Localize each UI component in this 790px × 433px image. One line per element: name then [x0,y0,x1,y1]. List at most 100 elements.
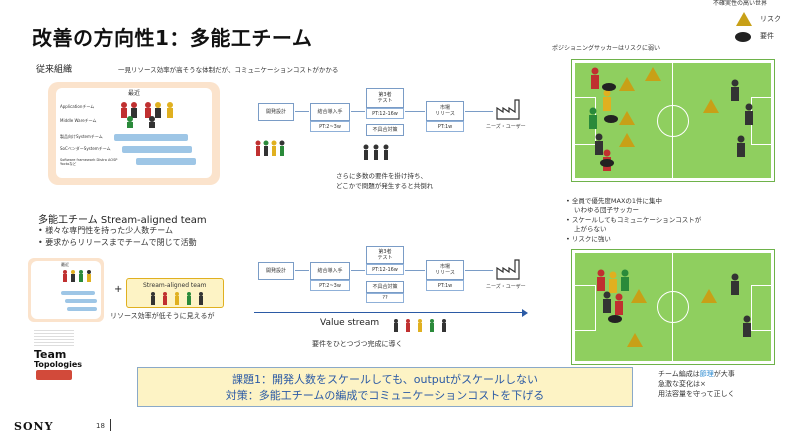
soccer-caption-1: • 全員で優先度MAXの1件に集中 [566,197,663,205]
org-chart: 最近 [31,261,101,319]
team-label-mw: Middle Wareチーム [60,118,97,123]
side-note-post: が大事 [713,370,735,378]
stream-team-label: Stream-aligned team [143,282,207,289]
arrow-head-icon [522,309,528,317]
banner-line-1: 課題1：開発人数をスケールしても、outputがスケールしない [231,373,539,386]
players-and-risks [597,269,751,347]
team-label-soc: SoCベンダーSystemチーム [60,146,111,151]
value-stream-label: Value stream [320,318,380,328]
book-title-1: Team [34,348,67,361]
people-icons [61,269,97,283]
flow-release-pt: PT:1w [426,121,464,132]
org-panel-title: 最近 [61,262,69,267]
flow-test3-box: 第3者 テスト [366,88,404,108]
slide-title: 改善の方向性1：多能工チーム [32,26,313,50]
side-note-line-3: 用法容量を守って正しく [658,390,735,398]
soccer-caption-2: いわゆる団子サッカー [574,206,639,214]
people-icons [118,100,188,128]
needs-user-label: ニーズ・ユーザー [486,284,526,290]
value-stream-arrow [254,312,526,313]
stream-bullet-2: • 要求からリリースまでチームで閉じて活動 [38,238,197,247]
soccer-field-swarm [571,249,775,365]
field-center-circle [657,291,689,323]
flow-arrow [351,111,365,112]
field-center-circle [657,105,689,137]
flow-integration-box: 結合導入手 [310,103,350,121]
flow-design-box: 開発設計 [258,262,294,280]
factory-icon [496,98,522,120]
football-icon [735,32,751,42]
flow-arrow [405,270,425,271]
efficiency-note: リソース効率が低そうに見えるが [110,312,215,320]
people-icons [149,291,205,305]
risk-icon [736,12,752,26]
field-penalty-box [751,285,772,331]
soccer-caption-3: • スケールしてもコミュニケーションコストが [566,216,702,224]
conventional-org-panel: 最近 Applicationチーム Middle Wareチーム 製品向けSys… [48,82,220,185]
flow-test3-pt: PT:12-16w [366,108,404,119]
people-icons [254,140,294,158]
team-bar [122,146,192,153]
team-bar [114,134,188,141]
flow-fix-box: 不具合対策 [366,281,404,293]
conventional-description: 一見リソース効率が高そうな体制だが、コミュニケーションコストがかかる [118,66,339,74]
flow-fix-pt: ?? [366,293,404,303]
flow-release-box: 市場 リリース [426,101,464,121]
field-penalty-box [575,285,596,331]
stream-heading: 多能工チーム Stream-aligned team [38,215,207,226]
flow-arrow [295,270,309,271]
conventional-note-1: さらに多数の要件を掛け持ち、 [336,172,427,180]
book-cover: Team Topologies [34,330,82,382]
footer-divider [110,419,111,431]
side-note-pre: チーム編成は [658,370,700,378]
soccer-caption-5: • リスクに強い [566,235,611,243]
people-icons [392,318,448,332]
stream-team-box: Stream-aligned team [126,278,224,308]
legend-heading: 不確実性の高い世界 [713,0,768,7]
players-and-risks [589,67,753,171]
side-note-line-2: 急激な変化は× [658,380,706,388]
flow-integration-box: 結合導入手 [310,262,350,280]
flow-fix-box: 不具合対策 [366,124,404,136]
soccer-field-positioning [571,59,775,182]
page-number: 18 [96,422,105,430]
flow-test3-box: 第3者 テスト [366,246,404,264]
team-label-app: Applicationチーム [60,104,95,109]
complete-note: 要件をひとつづつ完成に導く [312,340,403,348]
flow-arrow [465,270,493,271]
soccer-top-caption: ポジショニングサッカーはリスクに弱い [552,45,661,52]
flow-release-pt: PT:1w [426,280,464,291]
flow-design-box: 開発設計 [258,103,294,121]
brand-logo: SONY [14,420,54,433]
stream-bullet-2-text: 要求からリリースまでチームで閉じて活動 [45,238,197,247]
stream-bullet-1: • 様々な専門性を持った少人数チーム [38,226,174,235]
team-bar [136,158,196,165]
flow-arrow [465,111,493,112]
conclusion-banner: 課題1：開発人数をスケールしても、outputがスケールしない 対策：多能工チー… [137,367,633,407]
book-graphic [36,370,72,380]
legend-risk-label: リスク [760,15,781,23]
book-title-2: Topologies [34,360,83,369]
stream-org-panel: 最近 [28,258,104,322]
team-label-framework: Software framework Distro AOSP Yoctoなど [60,158,118,167]
factory-icon [496,258,522,280]
side-note-highlight: 節理 [699,370,714,378]
team-bar [61,291,95,295]
flow-arrow [295,111,309,112]
team-bar [65,299,97,303]
flow-integration-pt: PT:2~3w [310,280,350,291]
flow-arrow [351,270,365,271]
plus-sign: + [114,284,123,295]
org-panel-title: 最近 [128,90,141,97]
needs-user-label: ニーズ・ユーザー [486,124,526,130]
team-label-product: 製品向けSystemチーム [60,134,103,139]
team-bar [67,307,97,311]
conventional-heading: 従来組織 [36,65,73,75]
side-note-line-1: チーム編成は節理が大事 [658,370,735,379]
stream-bullet-1-text: 様々な専門性を持った少人数チーム [45,226,174,235]
flow-arrow [405,111,425,112]
flow-release-box: 市場 リリース [426,260,464,280]
flow-test3-pt: PT:12-16w [366,264,404,275]
book-text-lines [34,330,74,346]
banner-line-2: 対策：多能工チームの編成でコミュニケーションコストを下げる [225,388,545,402]
